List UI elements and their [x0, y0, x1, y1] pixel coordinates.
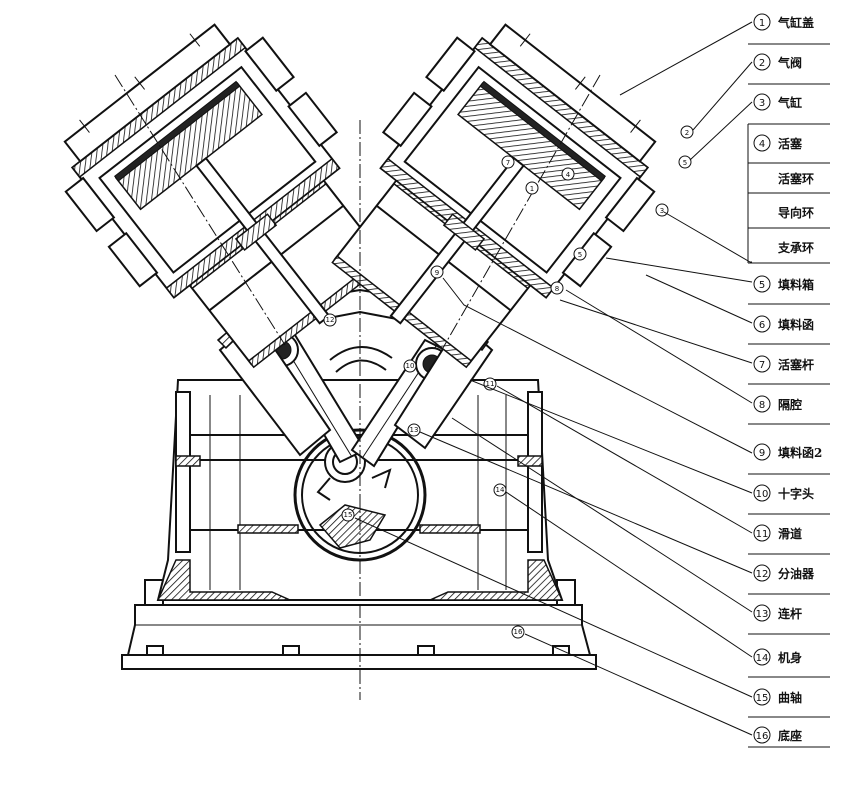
svg-text:7: 7	[759, 360, 765, 371]
left-cylinder-assembly	[63, 23, 389, 369]
svg-text:12: 12	[326, 316, 335, 324]
legend-label: 气阀	[777, 55, 802, 70]
svg-text:6: 6	[759, 320, 765, 331]
legend-label: 机身	[778, 650, 802, 665]
legend-sublabel: 活塞环	[778, 171, 814, 186]
legend-label: 十字头	[778, 486, 814, 501]
legend-item-8: 8 隔腔	[753, 395, 802, 413]
svg-text:1: 1	[759, 18, 765, 29]
svg-text:16: 16	[756, 731, 769, 742]
legend-item-7: 7 活塞杆	[753, 355, 814, 373]
legend: 1 气缸盖 2 气阀 3 气缸 4 活塞 活塞环 导向环 支承环 5 填料箱	[753, 13, 822, 744]
svg-text:10: 10	[406, 362, 415, 370]
legend-sublabel: 导向环	[778, 205, 814, 220]
legend-item-11: 11 滑道	[753, 524, 802, 542]
legend-label: 活塞	[778, 136, 803, 151]
svg-text:8: 8	[555, 285, 559, 293]
legend-label: 曲轴	[778, 690, 802, 705]
svg-text:5: 5	[578, 251, 582, 259]
legend-item-13: 13 连杆	[753, 604, 802, 622]
legend-item-10: 10 十字头	[753, 484, 814, 502]
inline-number-markers: 2 7 5 1 4 3 5 9 8 12 10 11 13 14 15 16	[323, 125, 694, 639]
base-frame	[121, 579, 597, 670]
svg-text:4: 4	[759, 139, 765, 150]
svg-text:4: 4	[566, 171, 571, 179]
svg-text:14: 14	[496, 486, 505, 494]
legend-item-12: 12 分油器	[753, 564, 815, 582]
svg-text:3: 3	[660, 207, 664, 215]
right-cylinder-assembly	[331, 23, 657, 369]
legend-item-14: 14 机身	[753, 648, 802, 666]
legend-item-5: 5 填料箱	[753, 275, 814, 293]
legend-sublabel: 支承环	[777, 240, 814, 255]
svg-text:1: 1	[530, 185, 534, 193]
legend-item-16: 16 底座	[753, 726, 802, 744]
svg-text:13: 13	[756, 609, 769, 620]
leader-lines	[354, 21, 830, 748]
legend-item-6: 6 填料函	[753, 315, 814, 333]
legend-item-15: 15 曲轴	[753, 688, 802, 706]
svg-text:11: 11	[756, 529, 769, 540]
legend-label: 填料箱	[778, 277, 814, 292]
legend-label: 活塞杆	[778, 357, 814, 372]
legend-label: 填料函2	[778, 445, 822, 460]
legend-label: 隔腔	[778, 397, 802, 412]
legend-item-2: 2 气阀	[753, 53, 802, 71]
legend-label: 底座	[778, 728, 802, 743]
svg-text:9: 9	[435, 269, 439, 277]
svg-text:15: 15	[756, 693, 769, 704]
legend-item-4: 4 活塞 活塞环 导向环 支承环	[753, 134, 814, 255]
svg-text:5: 5	[759, 280, 765, 291]
legend-label: 滑道	[778, 526, 802, 541]
svg-text:2: 2	[759, 58, 765, 69]
svg-text:14: 14	[756, 653, 769, 664]
svg-text:2: 2	[685, 129, 689, 137]
svg-text:11: 11	[486, 380, 495, 388]
legend-label: 分油器	[778, 566, 815, 581]
svg-text:5: 5	[683, 159, 687, 167]
svg-text:10: 10	[756, 489, 769, 500]
legend-item-1: 1 气缸盖	[753, 13, 814, 31]
legend-label: 气缸盖	[777, 15, 814, 30]
center-lines	[114, 74, 601, 700]
legend-label: 气缸	[777, 95, 802, 110]
svg-text:15: 15	[344, 511, 353, 519]
svg-text:13: 13	[410, 426, 419, 434]
svg-text:3: 3	[759, 98, 765, 109]
legend-label: 连杆	[778, 606, 802, 621]
svg-text:8: 8	[759, 400, 765, 411]
legend-item-9: 9 填料函2	[753, 443, 822, 461]
legend-label: 填料函	[778, 317, 814, 332]
svg-text:7: 7	[506, 159, 510, 167]
legend-item-3: 3 气缸	[753, 93, 802, 111]
svg-text:9: 9	[759, 448, 765, 459]
svg-text:16: 16	[514, 628, 523, 636]
svg-text:12: 12	[756, 569, 769, 580]
